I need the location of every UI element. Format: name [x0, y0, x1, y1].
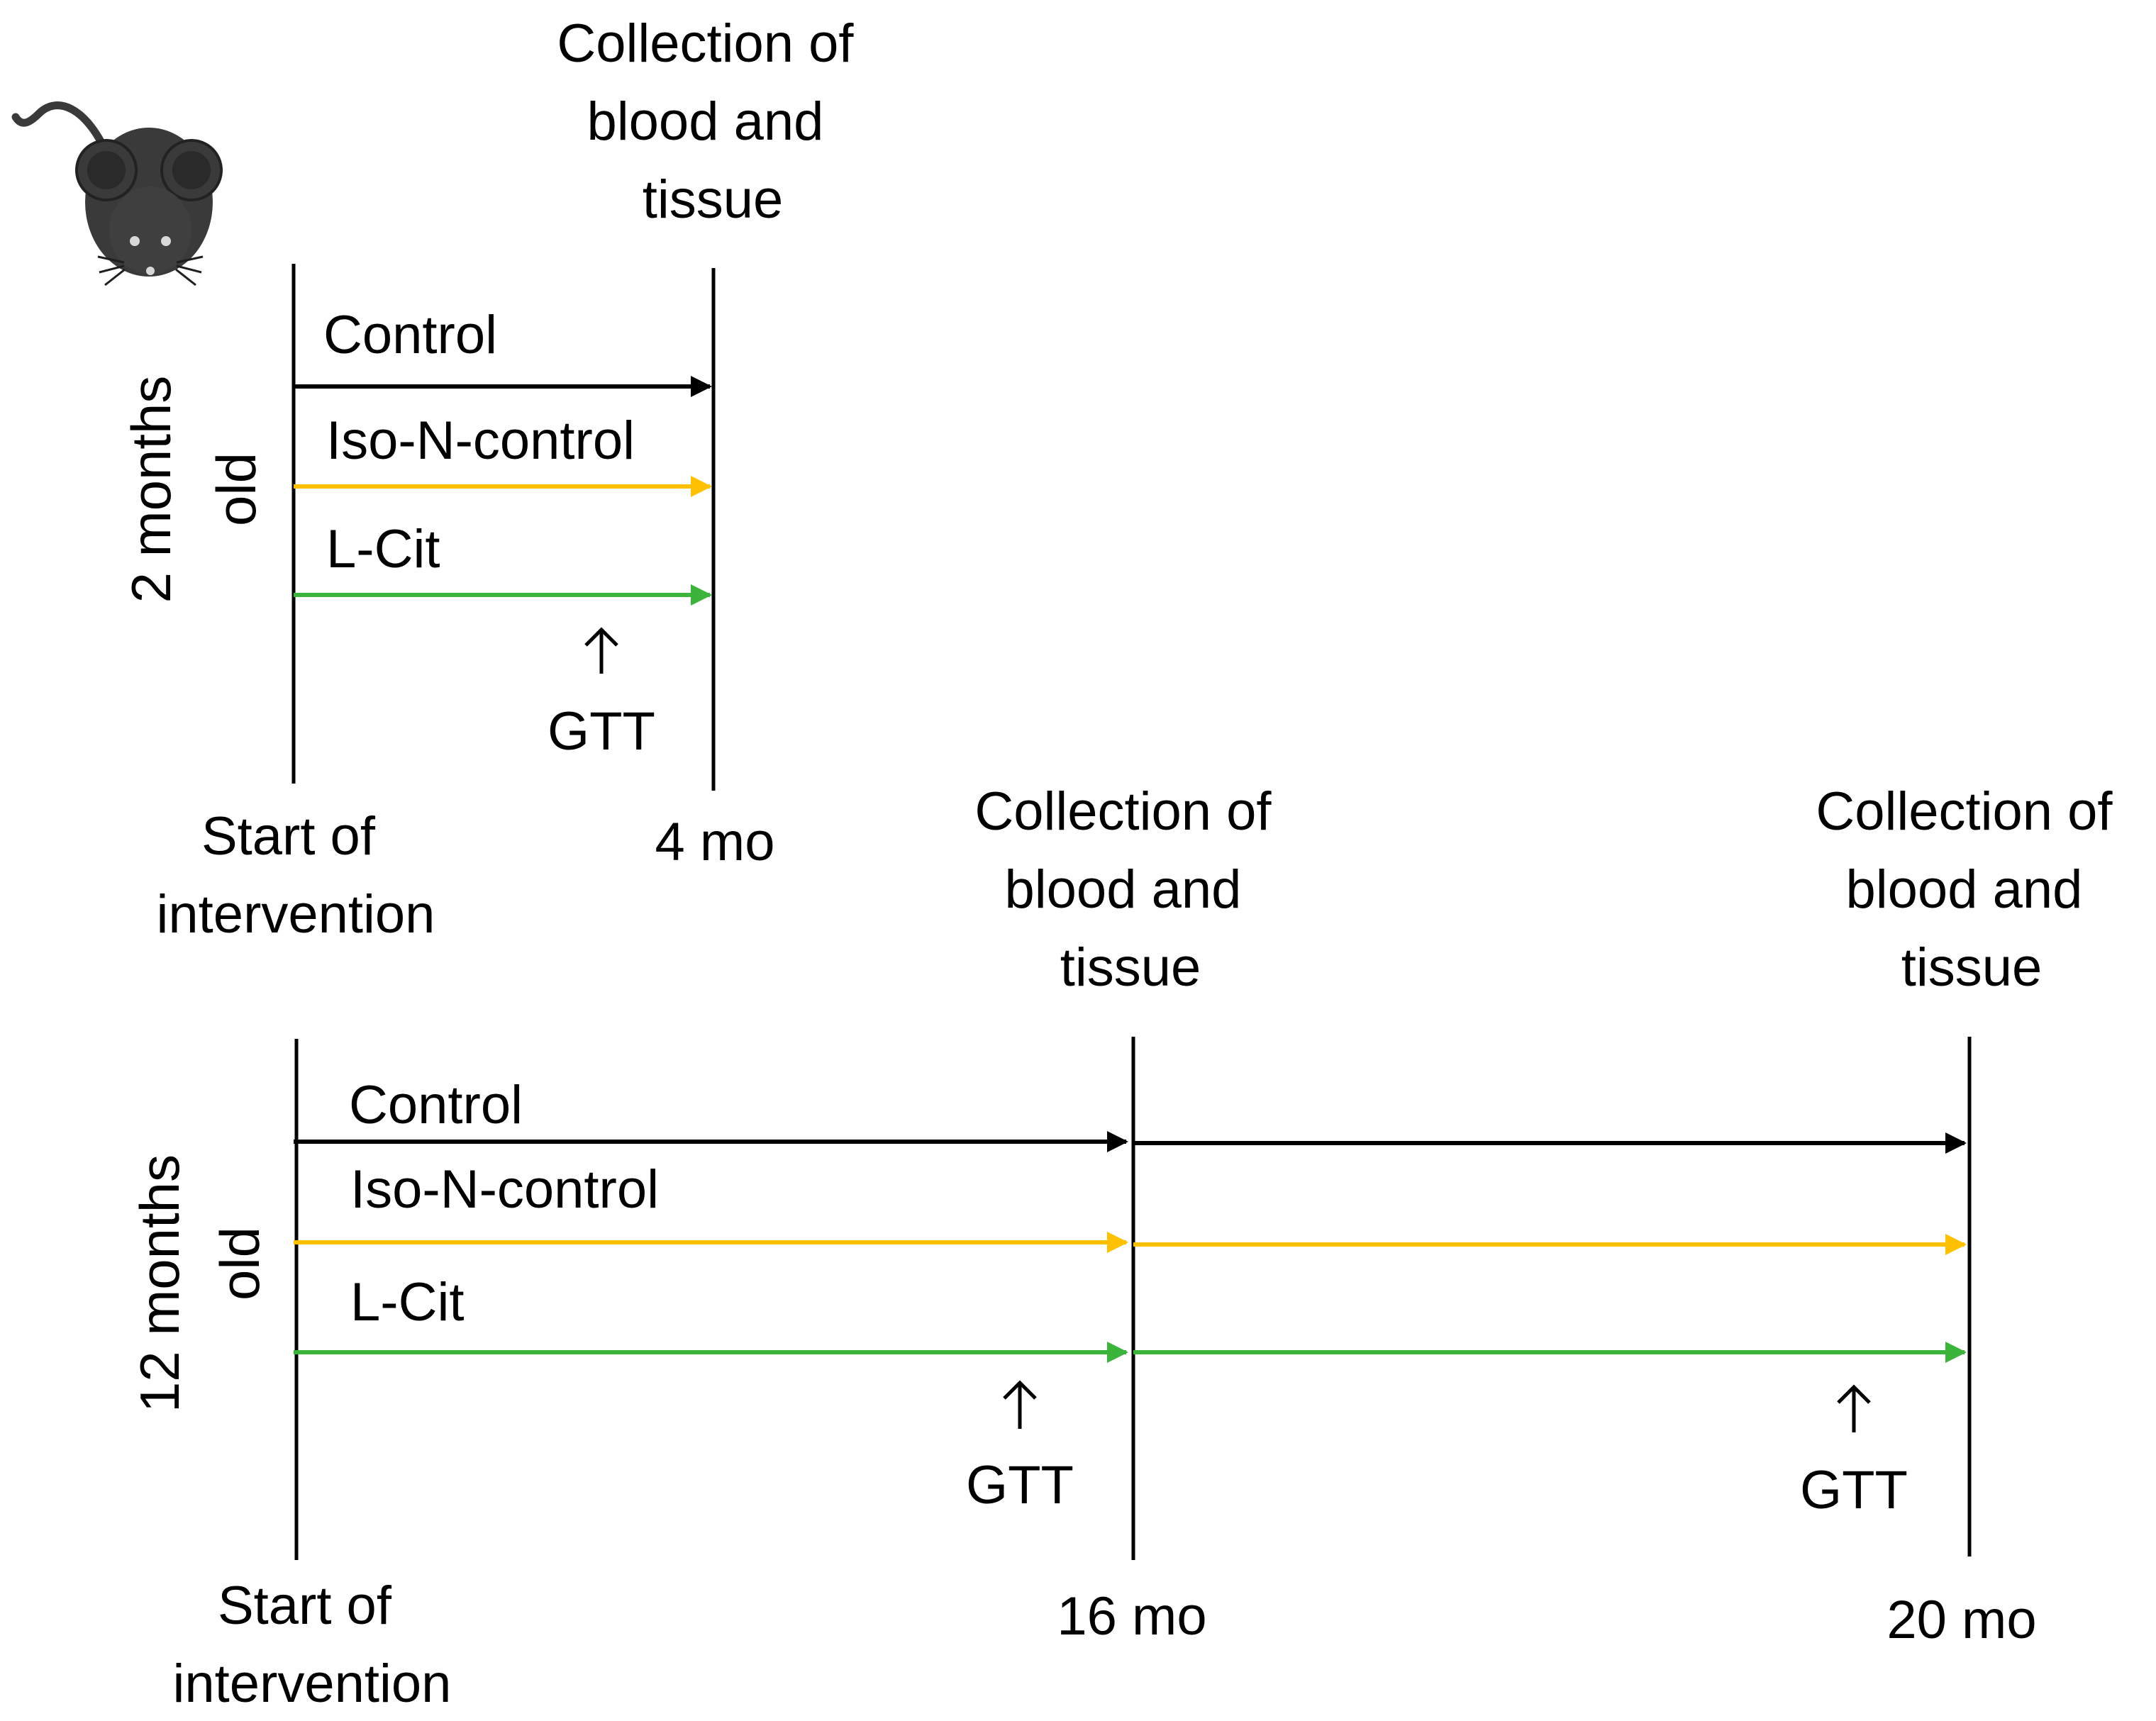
panel-b-collection-label-20mo: Collection of blood and tissue — [1816, 781, 2127, 998]
panel-b-collection-label-16mo: Collection of blood and tissue — [974, 781, 1286, 998]
panel-b-end-label: 20 mo — [1886, 1590, 2036, 1650]
panel-b-group-label-l-cit: L-Cit — [350, 1272, 464, 1332]
panel-a: 2 months old Collection of blood and tis… — [120, 13, 868, 945]
panel-a-collection-label: Collection of blood and tissue — [557, 13, 868, 230]
panel-b-group-label-control: Control — [349, 1075, 523, 1135]
up-arrow-icon — [584, 627, 618, 674]
panel-b-gtt-label-20mo: GTT — [1800, 1460, 1908, 1520]
panel-b-gtt-label-16mo: GTT — [966, 1455, 1074, 1515]
panel-a-group-label-iso-n-control: Iso-N-control — [326, 411, 635, 471]
panel-b-mid-label: 16 mo — [1057, 1586, 1206, 1647]
panel-a-age-label-line2: old — [205, 452, 267, 526]
panel-a-group-label-l-cit: L-Cit — [326, 519, 440, 579]
panel-b-start-label: Start of intervention — [173, 1576, 452, 1714]
panel-b: 12 months old Collection of blood and ti… — [128, 781, 2127, 1714]
panel-b-group-label-iso-n-control: Iso-N-control — [350, 1159, 659, 1220]
panel-a-start-label: Start of intervention — [157, 806, 435, 945]
up-arrow-icon — [1003, 1380, 1037, 1429]
panel-b-age-label-line1: 12 months — [128, 1154, 191, 1413]
panel-b-age-label-line2: old — [209, 1227, 271, 1301]
up-arrow-icon — [1837, 1384, 1871, 1432]
panel-a-age-label-line1: 2 months — [120, 376, 182, 603]
panel-a-group-label-control: Control — [323, 305, 497, 365]
panel-a-end-label: 4 mo — [655, 812, 775, 872]
panel-a-gtt-label: GTT — [548, 701, 655, 762]
mouse-icon — [11, 101, 223, 286]
